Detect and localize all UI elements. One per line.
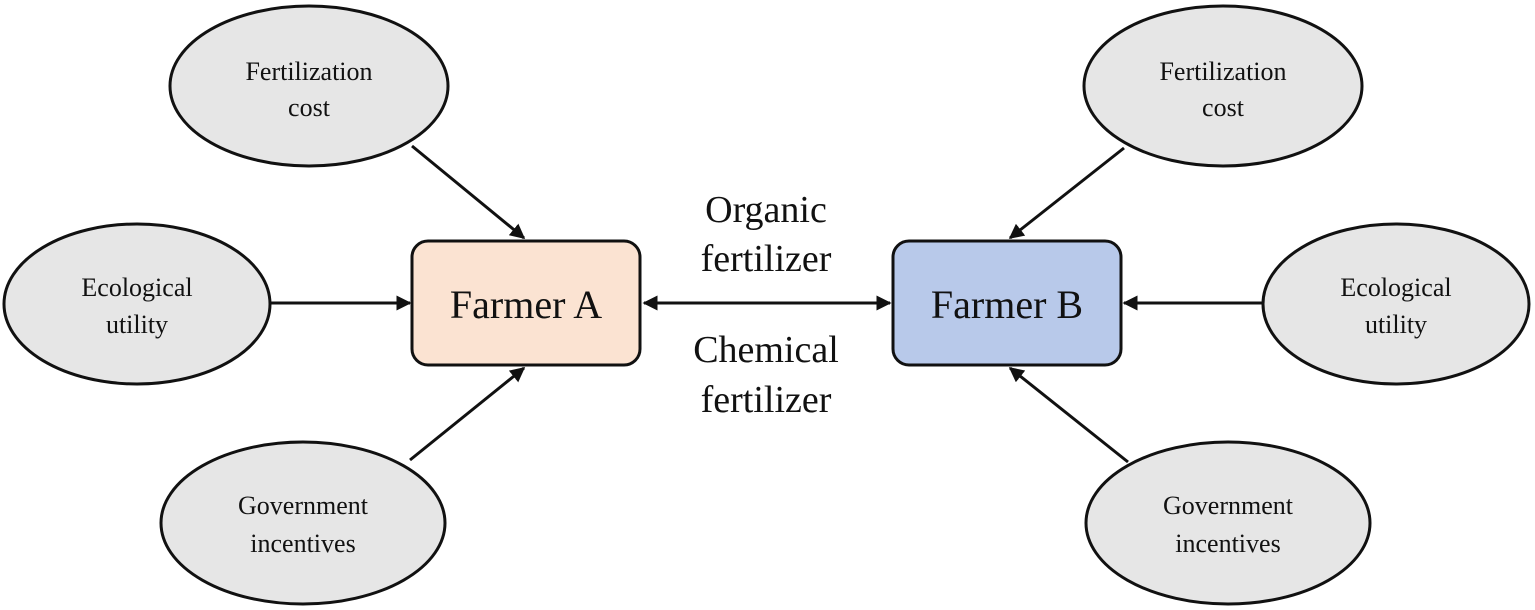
organic-label-line1: Organic [705,189,827,231]
node-label: cost [288,93,331,122]
node-left-ecological-utility: Ecological utility [2,222,272,386]
node-right-fertilization-cost: Fertilization cost [1082,4,1364,168]
arrow-cost-to-farmer-a [411,144,526,240]
node-left-fertilization-cost: Fertilization cost [168,4,450,168]
organic-label-line2: fertilizer [701,238,832,280]
chemical-label-line2: fertilizer [701,379,832,421]
node-label: Fertilization [1159,57,1286,86]
farmer-a-label: Farmer A [450,282,602,327]
node-farmer-b: Farmer B [891,239,1123,367]
node-label: utility [106,310,168,339]
node-label: Government [1163,491,1294,520]
chemical-label-line1: Chemical [693,329,839,371]
node-right-government-incentives: Government incentives [1084,440,1372,606]
arrow-gov-to-farmer-b [1008,366,1129,464]
arrow-gov-to-farmer-a [409,366,526,462]
arrow-cost-to-farmer-b [1008,146,1125,240]
farmer-b-label: Farmer B [931,282,1083,327]
node-label: Government [238,491,369,520]
node-label: utility [1365,310,1427,339]
node-label: incentives [250,529,355,558]
node-left-government-incentives: Government incentives [159,440,447,606]
node-farmer-a: Farmer A [410,239,642,367]
exchange-labels: Organic fertilizer Chemical fertilizer [693,189,839,421]
node-right-ecological-utility: Ecological utility [1261,222,1531,386]
node-label: Fertilization [245,57,372,86]
node-label: cost [1202,93,1245,122]
node-label: incentives [1175,529,1280,558]
node-label: Ecological [1340,273,1451,302]
node-label: Ecological [81,273,192,302]
